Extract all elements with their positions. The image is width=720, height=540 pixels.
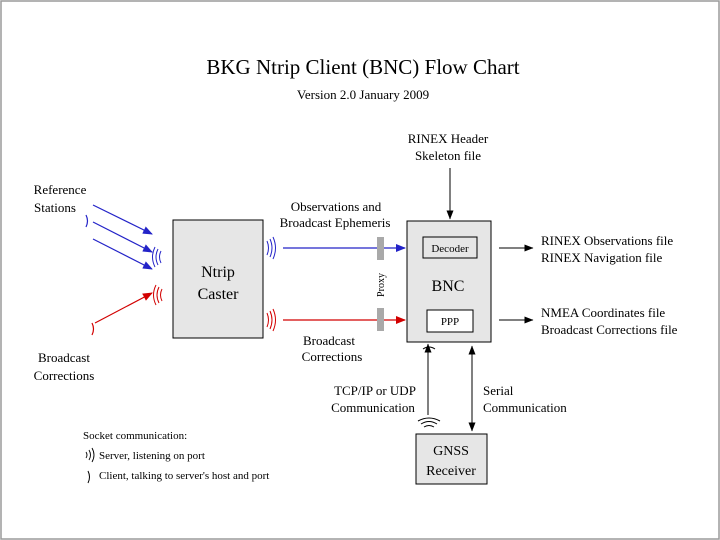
svg-text:Receiver: Receiver	[426, 464, 476, 479]
svg-text:Ntrip: Ntrip	[201, 264, 235, 281]
svg-text:NMEA Coordinates file: NMEA Coordinates file	[541, 305, 665, 320]
svg-text:Communication: Communication	[483, 400, 567, 415]
reference-station-flow-arrow	[92, 221, 153, 253]
reference-station-flow-arrow	[92, 204, 153, 235]
legend-title: Socket communication:	[83, 430, 187, 442]
observations-ephemeris-label: Observations and Broadcast Ephemeris	[280, 199, 391, 230]
ntrip-caster-box	[172, 219, 264, 339]
client-symbol-icon	[91, 322, 95, 336]
correction-source-flow-arrow	[94, 292, 153, 324]
tcpip-label: TCP/IP or UDP Communication	[331, 383, 416, 415]
reference-station-flow-arrow	[92, 238, 153, 270]
server-symbol-icon	[153, 284, 163, 306]
proxy-bar	[377, 308, 384, 331]
svg-text:Broadcast Corrections file: Broadcast Corrections file	[541, 322, 678, 337]
decoder-label: Decoder	[431, 243, 469, 255]
proxy-bar	[377, 237, 384, 260]
client-symbol-icon	[85, 214, 89, 228]
server-symbol-icon	[152, 246, 162, 268]
svg-text:Communication: Communication	[331, 400, 415, 415]
svg-text:Reference: Reference	[34, 182, 87, 197]
ntrip-caster-label: Ntrip Caster	[198, 264, 240, 303]
server-symbol-icon	[266, 236, 276, 260]
svg-text:RINEX Header: RINEX Header	[408, 131, 489, 146]
server-symbol-icon	[417, 417, 441, 428]
svg-text:Serial: Serial	[483, 383, 514, 398]
chart-subtitle: Version 2.0 January 2009	[297, 87, 429, 102]
svg-text:TCP/IP or UDP: TCP/IP or UDP	[334, 383, 416, 398]
svg-text:Observations and: Observations and	[291, 199, 382, 214]
svg-text:Caster: Caster	[198, 286, 240, 303]
svg-text:Corrections: Corrections	[302, 349, 363, 364]
gnss-receiver-label: GNSS Receiver	[426, 444, 476, 479]
svg-text:Skeleton file: Skeleton file	[415, 148, 481, 163]
legend-client-label: Client, talking to server's host and por…	[99, 470, 269, 482]
rinex-header-label: RINEX Header Skeleton file	[408, 131, 489, 163]
svg-text:GNSS: GNSS	[433, 444, 469, 459]
svg-text:Broadcast: Broadcast	[38, 350, 90, 365]
svg-text:Stations: Stations	[34, 200, 76, 215]
svg-text:Broadcast Ephemeris: Broadcast Ephemeris	[280, 215, 391, 230]
svg-text:RINEX Navigation file: RINEX Navigation file	[541, 250, 663, 265]
svg-text:RINEX Observations file: RINEX Observations file	[541, 233, 673, 248]
legend-server-label: Server, listening on port	[99, 450, 205, 462]
broadcast-corrections-flow-label: Broadcast Corrections	[302, 333, 363, 364]
client-symbol-icon	[422, 346, 436, 350]
rinex-outputs-label: RINEX Observations file RINEX Navigation…	[541, 233, 673, 265]
decoder-box	[422, 236, 478, 259]
ppp-label: PPP	[441, 316, 459, 328]
chart-title: BKG Ntrip Client (BNC) Flow Chart	[206, 55, 519, 79]
proxy-label: Proxy	[376, 273, 387, 297]
gnss-receiver-box	[415, 433, 488, 485]
server-symbol-icon	[266, 308, 276, 332]
legend-server-icon	[85, 447, 95, 463]
nmea-outputs-label: NMEA Coordinates file Broadcast Correcti…	[541, 305, 678, 337]
reference-stations-label: Reference Stations	[34, 182, 87, 215]
broadcast-corrections-source-label: Broadcast Corrections	[34, 350, 95, 383]
svg-text:Corrections: Corrections	[34, 368, 95, 383]
bnc-label: BNC	[432, 278, 465, 295]
serial-label: Serial Communication	[483, 383, 567, 415]
svg-text:Broadcast: Broadcast	[303, 333, 355, 348]
legend-client-icon	[87, 470, 90, 484]
ppp-box	[426, 309, 474, 333]
socket-legend: Socket communication: Server, listening …	[83, 430, 269, 484]
